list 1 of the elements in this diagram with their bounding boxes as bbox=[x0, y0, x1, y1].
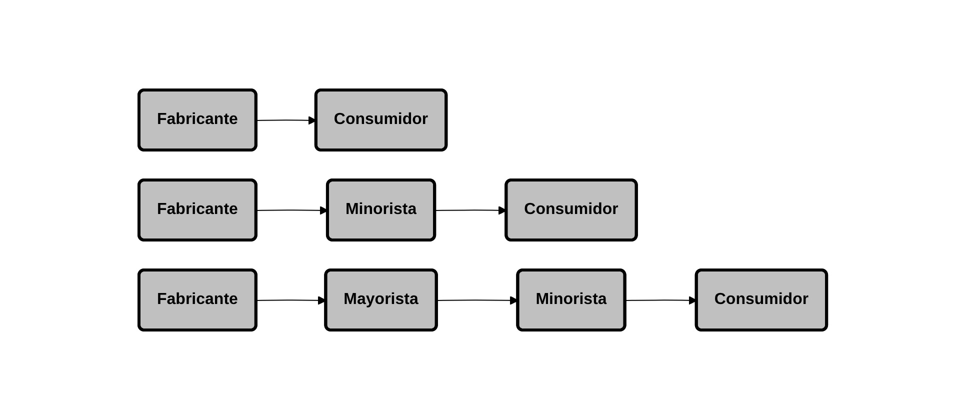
arrow bbox=[625, 296, 698, 305]
